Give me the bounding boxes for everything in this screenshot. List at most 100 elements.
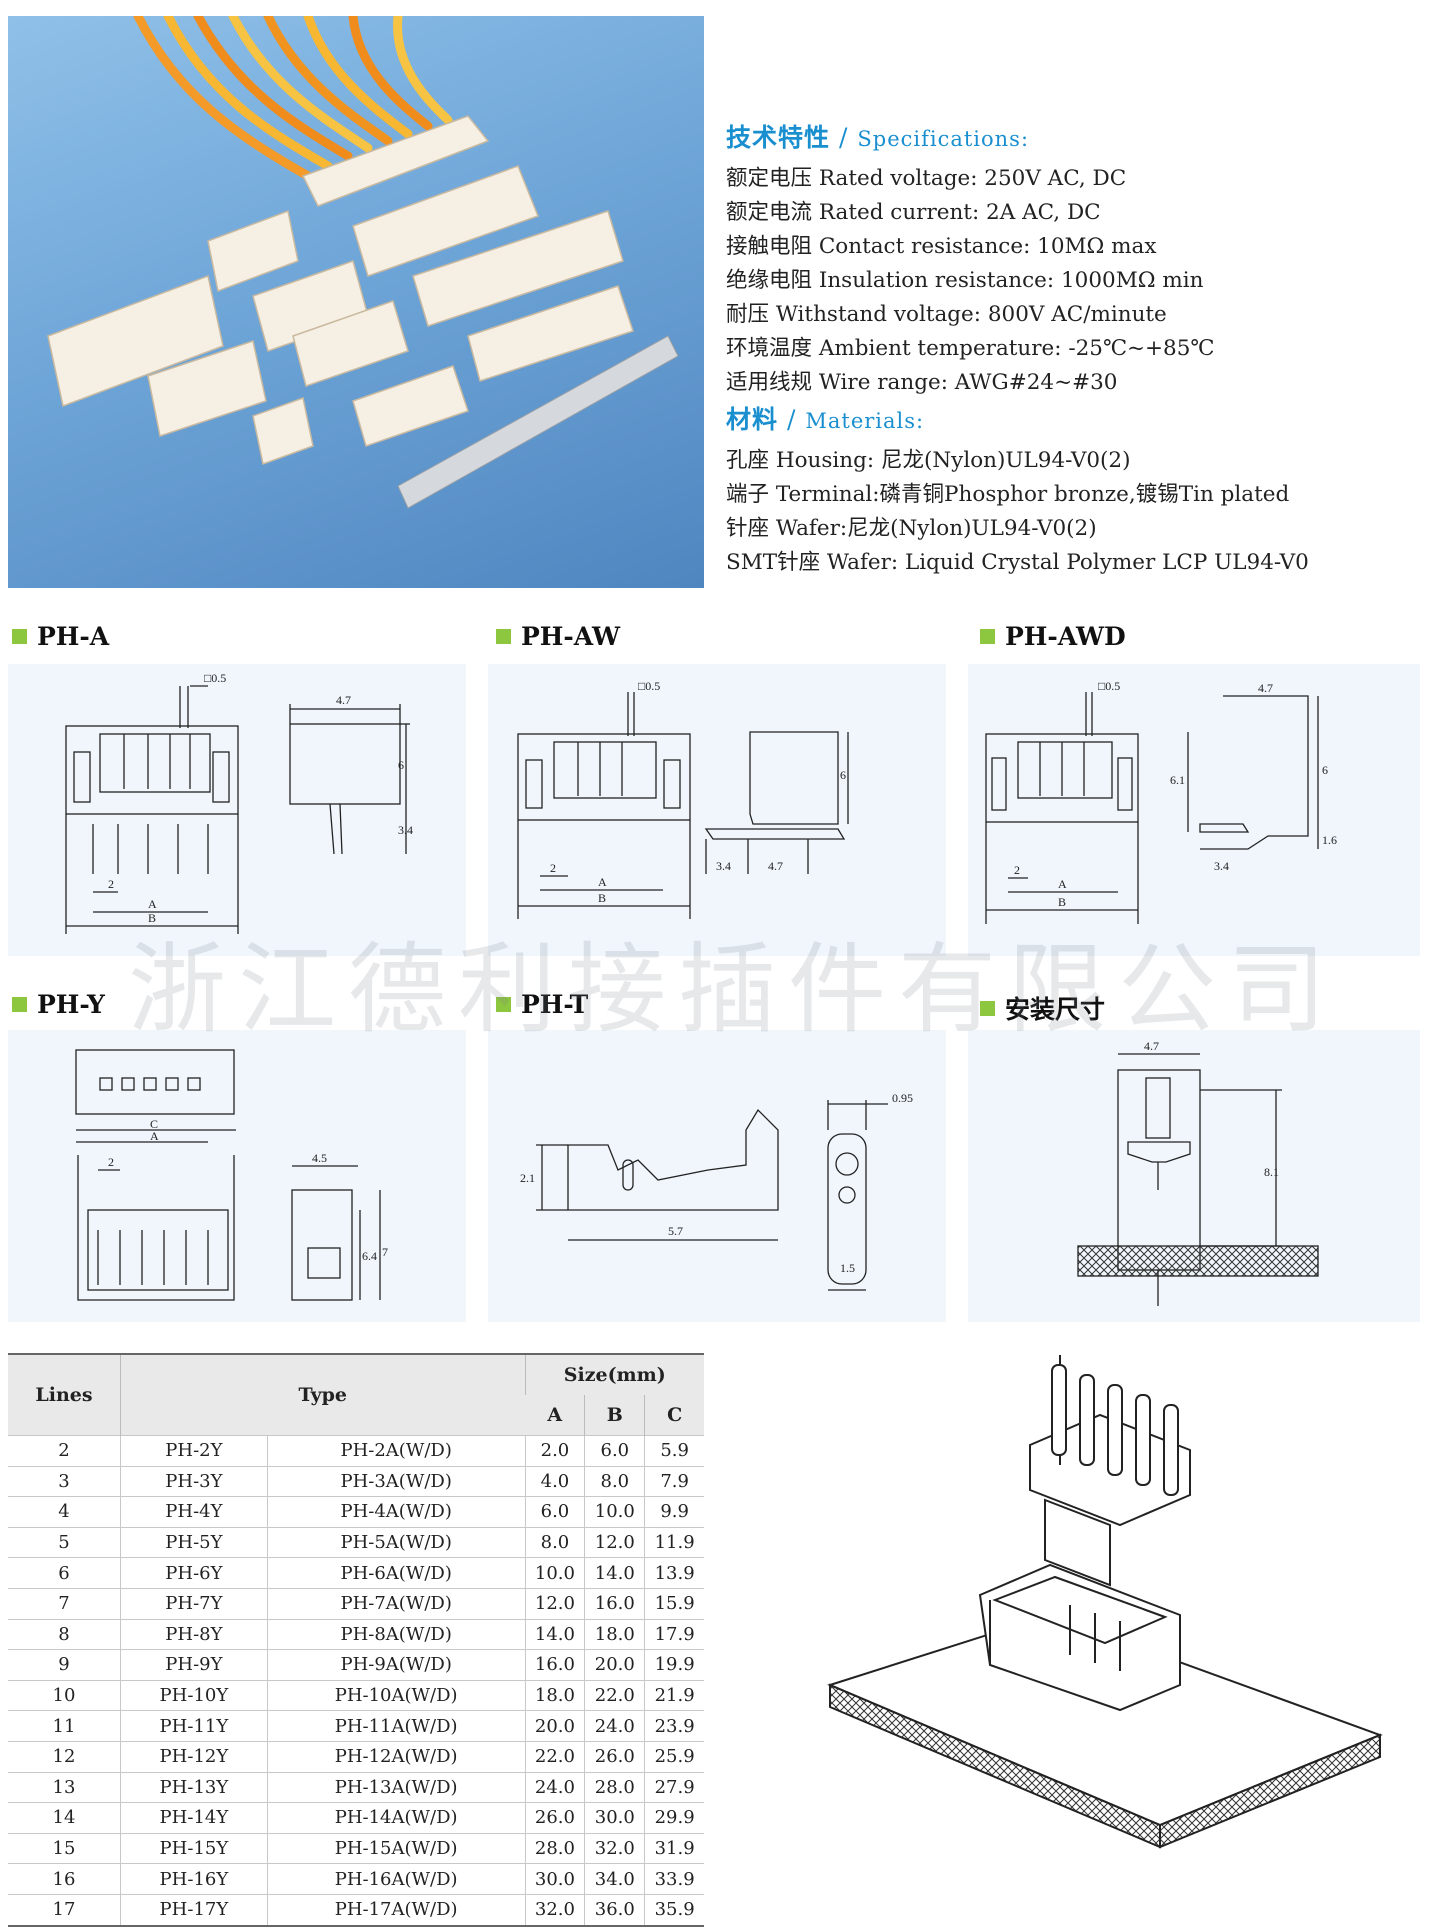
table-cell-a-type: PH-16A(W/D) xyxy=(266,1863,526,1895)
table-cell-a-type: PH-2A(W/D) xyxy=(266,1435,526,1467)
pha-drawing: □0.5 4.7 6 3.4 2 A B xyxy=(65,671,413,934)
table-cell-a: 18.0 xyxy=(524,1679,585,1711)
table-cell-y: PH-17Y xyxy=(120,1893,268,1926)
spec-line: 适用线规 Wire range: AWG#24~#30 xyxy=(726,370,1118,395)
table-cell-c: 13.9 xyxy=(644,1557,704,1589)
table-cell-y: PH-12Y xyxy=(120,1740,268,1773)
table-cell-a-type: PH-8A(W/D) xyxy=(266,1618,526,1650)
table-cell-a: 6.0 xyxy=(524,1496,585,1528)
table-cell-lines: 6 xyxy=(8,1557,121,1589)
table-cell-lines: 3 xyxy=(8,1465,121,1497)
dim-label: 4.5 xyxy=(312,1151,327,1165)
table-cell-lines: 2 xyxy=(8,1435,121,1467)
table-cell-b: 18.0 xyxy=(584,1618,645,1650)
table-cell-y: PH-11Y xyxy=(120,1710,268,1742)
table-cell-c: 19.9 xyxy=(644,1649,704,1681)
table-cell-a-type: PH-17A(W/D) xyxy=(266,1893,526,1926)
table-cell-a: 2.0 xyxy=(524,1435,585,1467)
col-header-lines: Lines xyxy=(8,1354,121,1436)
pht-drawing: 0.95 2.1 5.7 1.5 xyxy=(520,1091,913,1291)
dim-label: A xyxy=(1058,877,1067,891)
table-cell-a: 26.0 xyxy=(524,1802,585,1834)
table-cell-a-type: PH-9A(W/D) xyxy=(266,1649,526,1681)
table-cell-y: PH-8Y xyxy=(120,1618,268,1650)
table-cell-y: PH-9Y xyxy=(120,1649,268,1681)
table-cell-lines: 14 xyxy=(8,1802,121,1834)
table-cell-lines: 17 xyxy=(8,1893,121,1926)
dim-label: □0.5 xyxy=(638,679,660,693)
phawd-drawing: □0.5 4.7 6.1 6 1.6 3.4 2 A B xyxy=(985,679,1337,924)
table-cell-b: 28.0 xyxy=(584,1771,645,1803)
dim-label: 2 xyxy=(1014,863,1020,877)
section-title: PH-Y xyxy=(37,990,105,1019)
isometric-assembly-illustration xyxy=(827,1355,1383,1849)
section-title: PH-A xyxy=(37,622,110,651)
table-cell-c: 27.9 xyxy=(644,1771,704,1803)
dim-label: B xyxy=(598,891,606,905)
section-label-phaw: PH-AW xyxy=(496,622,620,651)
table-cell-b: 36.0 xyxy=(584,1893,645,1926)
table-cell-b: 6.0 xyxy=(584,1435,645,1467)
drawing-panel-pha: □0.5 4.7 6 3.4 2 A B xyxy=(8,664,466,956)
table-cell-c: 21.9 xyxy=(644,1679,704,1711)
table-cell-c: 15.9 xyxy=(644,1587,704,1620)
material-line: SMT针座 Wafer: Liquid Crystal Polymer LCP … xyxy=(726,550,1309,575)
table-cell-y: PH-16Y xyxy=(120,1863,268,1895)
green-square-icon xyxy=(496,629,511,644)
section-label-install: 安装尺寸 xyxy=(980,990,1105,1026)
table-cell-a: 32.0 xyxy=(524,1893,585,1926)
dim-label: 6 xyxy=(840,768,846,782)
spec-line: 耐压 Withstand voltage: 800V AC/minute xyxy=(726,302,1167,327)
install-drawing: 4.7 8.1 xyxy=(1077,1039,1319,1306)
table-cell-c: 23.9 xyxy=(644,1710,704,1742)
table-cell-a-type: PH-7A(W/D) xyxy=(266,1587,526,1620)
table-cell-c: 11.9 xyxy=(644,1526,704,1558)
phaw-drawing: □0.5 6 3.4 4.7 2 A B xyxy=(517,679,849,919)
table-cell-a: 20.0 xyxy=(524,1710,585,1742)
table-cell-y: PH-13Y xyxy=(120,1771,268,1803)
materials-header: 材料 / Materials: xyxy=(726,400,1416,436)
col-header-size: Size(mm) xyxy=(524,1354,704,1395)
table-cell-lines: 13 xyxy=(8,1771,121,1803)
table-cell-c: 33.9 xyxy=(644,1863,704,1895)
dim-label: 4.7 xyxy=(336,693,351,707)
dim-label: 4.7 xyxy=(768,859,783,873)
drawing-panel-phy: C A 2 4.5 6.4 7 xyxy=(8,1030,466,1322)
drawing-panel-phaw: □0.5 6 3.4 4.7 2 A B xyxy=(488,664,946,956)
table-cell-a-type: PH-13A(W/D) xyxy=(266,1771,526,1803)
table-cell-y: PH-7Y xyxy=(120,1587,268,1620)
table-cell-a-type: PH-10A(W/D) xyxy=(266,1679,526,1711)
table-cell-y: PH-6Y xyxy=(120,1557,268,1589)
spec-line: 额定电压 Rated voltage: 250V AC, DC xyxy=(726,166,1127,191)
table-cell-a-type: PH-15A(W/D) xyxy=(266,1832,526,1864)
spec-header-sep: / xyxy=(838,123,849,152)
table-cell-c: 7.9 xyxy=(644,1465,704,1497)
drawing-panel-pht: 0.95 2.1 5.7 1.5 xyxy=(488,1030,946,1322)
section-label-pht: PH-T xyxy=(496,990,588,1019)
table-cell-y: PH-3Y xyxy=(120,1465,268,1497)
spec-line: 环境温度 Ambient temperature: -25℃~+85℃ xyxy=(726,336,1215,361)
table-cell-b: 10.0 xyxy=(584,1496,645,1528)
drawing-panel-phawd: □0.5 4.7 6.1 6 1.6 3.4 2 A B xyxy=(968,664,1420,956)
table-cell-b: 32.0 xyxy=(584,1832,645,1864)
green-square-icon xyxy=(496,997,511,1012)
table-cell-y: PH-4Y xyxy=(120,1496,268,1528)
col-header-type: Type xyxy=(120,1354,526,1436)
phy-drawing: C A 2 4.5 6.4 7 xyxy=(75,1049,388,1301)
dim-label: 0.95 xyxy=(892,1091,913,1105)
materials-header-sep: / xyxy=(786,405,797,434)
dim-label: 5.7 xyxy=(668,1224,683,1238)
section-title: PH-AWD xyxy=(1005,622,1126,651)
dim-label: 7 xyxy=(382,1245,388,1259)
